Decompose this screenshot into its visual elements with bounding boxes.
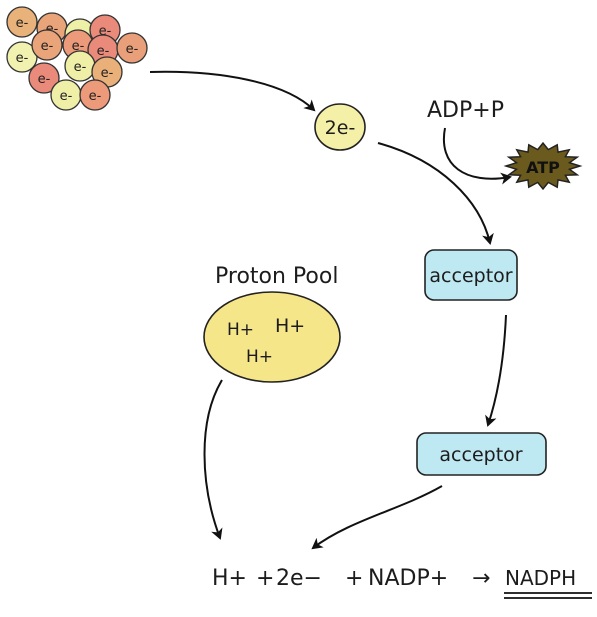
- atp-burst: ATP: [503, 141, 583, 191]
- equation-arrow: →: [472, 566, 490, 591]
- equation-plus-1: +: [256, 566, 274, 591]
- acceptor-box-2: acceptor: [416, 432, 547, 476]
- atp-label: ATP: [526, 158, 560, 177]
- electron-circle: [116, 32, 148, 64]
- electron: e-: [31, 29, 63, 61]
- adp-p-label: ADP+P: [427, 98, 504, 123]
- two-electrons-node: 2e-: [314, 103, 366, 151]
- electron-circle: [28, 62, 60, 94]
- electron: e-: [64, 50, 96, 82]
- electron-label: e-: [89, 89, 102, 104]
- equation-plus-2: +: [345, 566, 363, 591]
- electron: e-: [6, 6, 38, 38]
- acceptor-label-1: acceptor: [429, 265, 512, 287]
- arrow-2e-to-acceptor-1: [377, 142, 494, 245]
- equation-nadp: NADP+: [368, 566, 448, 591]
- equation-product: NADPH: [505, 566, 576, 590]
- arrow-adp-to-atp: [442, 127, 512, 185]
- electron-label: e-: [74, 60, 87, 75]
- acceptor-box-1: acceptor: [424, 249, 518, 301]
- proton-label-2: H+: [275, 315, 305, 337]
- arrow-electrons-to-2e: [149, 70, 316, 112]
- final-equation: H+ + 2e− + NADP+ → NADPH: [212, 566, 592, 599]
- electron: e-: [50, 79, 82, 111]
- proton-label-3: H+: [246, 347, 273, 367]
- equation-two-e: 2e−: [276, 566, 322, 591]
- electron-label: e-: [101, 66, 114, 81]
- electron-label: e-: [38, 72, 51, 87]
- arrow-proton-pool-to-h: [203, 379, 223, 540]
- acceptor-label-2: acceptor: [439, 444, 522, 466]
- electron: e-: [28, 62, 60, 94]
- electron-label: e-: [97, 44, 110, 59]
- electron-label: e-: [41, 39, 54, 54]
- electron-label: e-: [72, 39, 85, 54]
- electron-label: e-: [60, 89, 73, 104]
- two-electrons-label: 2e-: [325, 117, 356, 139]
- electron: e-: [79, 79, 111, 111]
- proton-label-1: H+: [227, 320, 254, 340]
- electron-cluster: e-e-e-e-e-e-e-e-e-e-e-e-e-e-: [6, 6, 148, 111]
- proton-pool-title: Proton Pool: [215, 264, 338, 289]
- electron-circle: [31, 29, 63, 61]
- equation-h-plus: H+: [212, 566, 247, 591]
- proton-pool: H+ H+ H+: [203, 291, 341, 383]
- arrow-acceptor-1-to-2: [485, 314, 507, 427]
- electron-circle: [79, 79, 111, 111]
- electron-label: e-: [126, 42, 139, 57]
- electron-circle: [6, 6, 38, 38]
- arrow-acceptor-2-to-equation: [311, 485, 443, 550]
- electron: e-: [116, 32, 148, 64]
- electron-label: e-: [16, 16, 29, 31]
- electron: e-: [6, 41, 38, 73]
- electron-label: e-: [16, 51, 29, 66]
